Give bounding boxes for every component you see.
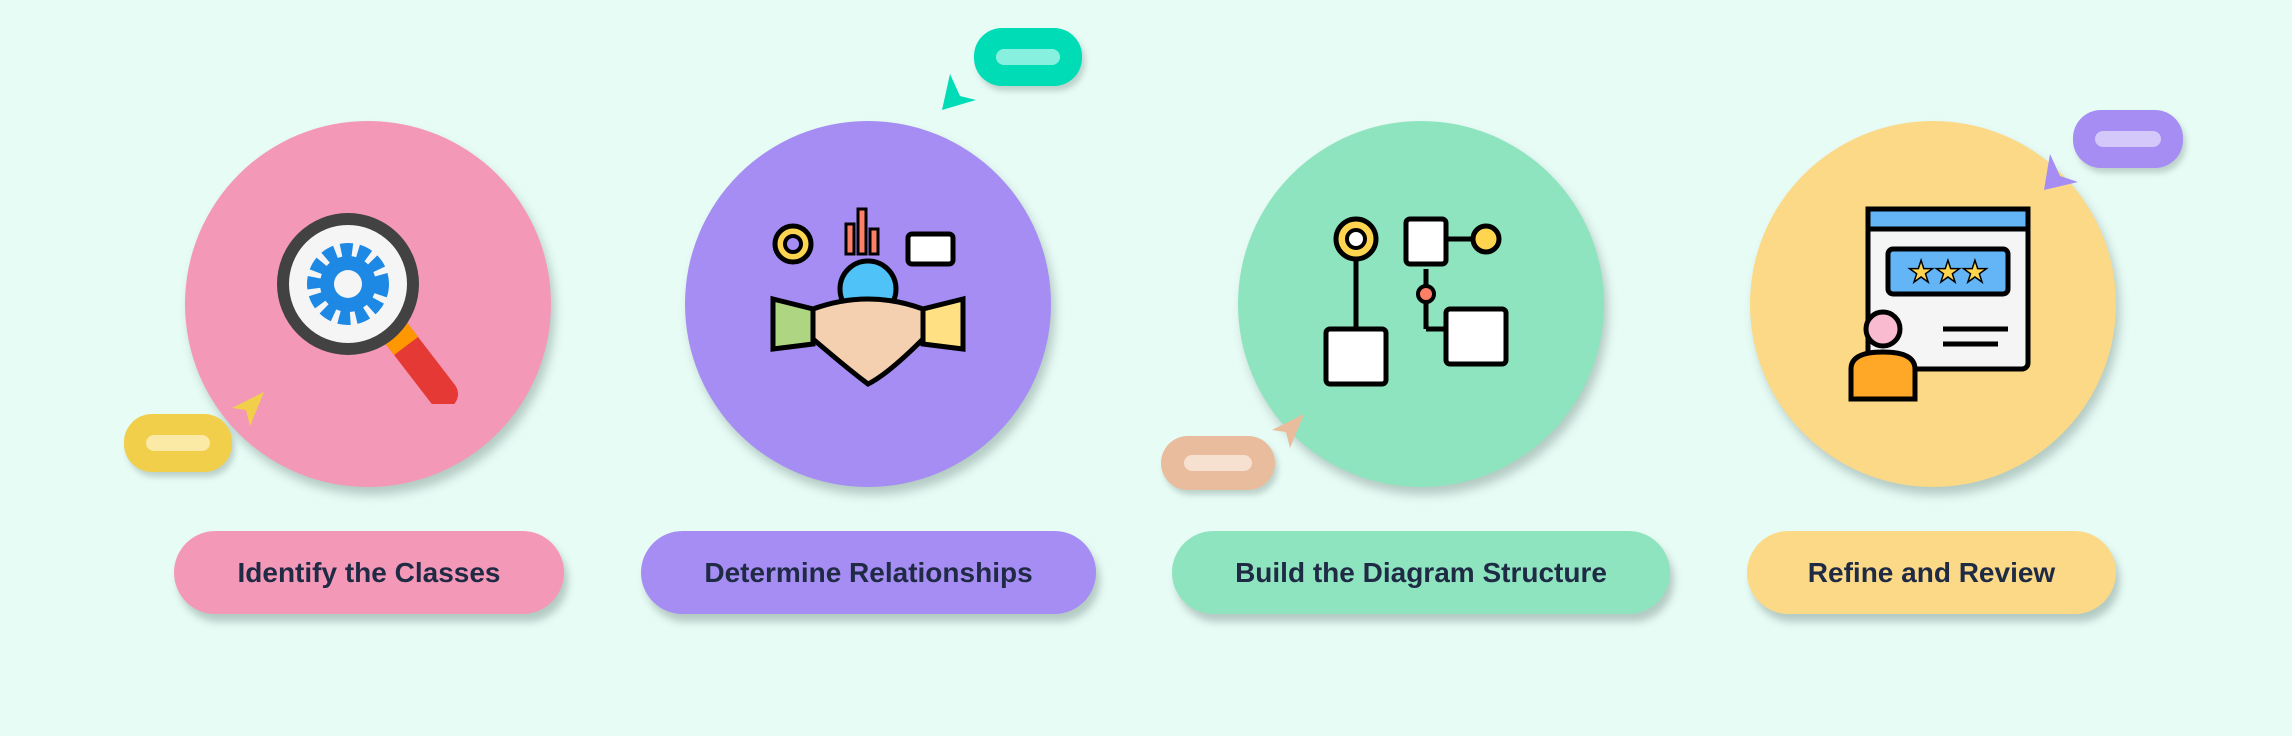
handshake-network-icon (770, 207, 966, 387)
step-2-circle (685, 121, 1051, 487)
cursor-arrow-icon (1272, 414, 1304, 448)
cursor-arrow-icon (232, 392, 264, 426)
decor-tag-yellow (124, 414, 232, 472)
svg-text:★★★: ★★★ (1908, 256, 1989, 289)
flowchart-structure-icon (1323, 216, 1509, 387)
review-rating-icon: ★★★ (1848, 206, 2031, 402)
cursor-arrow-icon (942, 74, 976, 110)
decor-tag-purple (2073, 110, 2183, 168)
magnifier-gear-icon (277, 213, 458, 404)
step-2-label: Determine Relationships (641, 531, 1096, 614)
step-1-circle (185, 121, 551, 487)
decor-tag-peach (1161, 436, 1275, 490)
step-4-label: Refine and Review (1747, 531, 2116, 614)
decor-tag-teal (974, 28, 1082, 86)
step-3-label: Build the Diagram Structure (1172, 531, 1670, 614)
step-4-circle: ★★★ (1750, 121, 2116, 487)
cursor-arrow-icon (2044, 154, 2078, 190)
step-1-label: Identify the Classes (174, 531, 564, 614)
